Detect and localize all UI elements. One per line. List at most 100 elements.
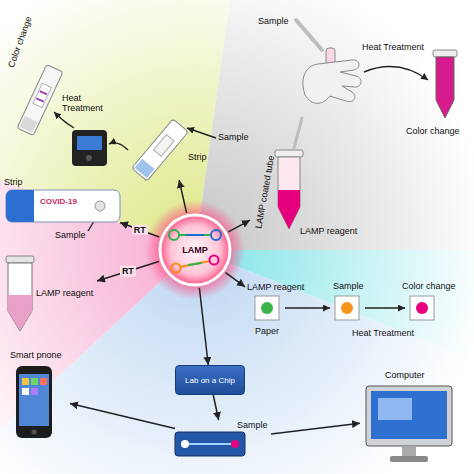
process-arrows — [109, 143, 128, 150]
node-label: Strip — [4, 177, 23, 187]
node-label: LAMP reagent — [247, 282, 304, 292]
step-label: Heat Treatment — [362, 42, 424, 52]
dna-loop-symbol — [188, 263, 202, 265]
reagent-tube — [6, 256, 34, 263]
step-label: Color change — [402, 281, 456, 291]
dna-loop-symbol — [172, 264, 181, 273]
coated-tube: LAMP coated tubeLAMP reagent — [250, 130, 361, 250]
step-label: Heat Treatment — [352, 328, 414, 338]
sample-chip — [181, 440, 189, 448]
computer — [378, 398, 412, 420]
flow-arrow — [199, 288, 208, 365]
covid-test-strip — [6, 190, 120, 222]
color-change-strip — [17, 64, 63, 135]
process-arrows — [54, 67, 428, 308]
reagent-tube — [8, 263, 32, 331]
dna-loop-symbol — [180, 261, 210, 267]
computer — [366, 386, 452, 462]
coated-tube — [275, 118, 303, 229]
sample-chip — [175, 432, 245, 456]
color-change-tube — [433, 50, 457, 118]
sample-chip: Sample — [175, 420, 271, 460]
coated-tube — [278, 190, 300, 229]
paper-tests — [255, 296, 434, 320]
step-label: Color change — [406, 126, 460, 136]
flow-arrow — [179, 180, 186, 213]
circle-outline — [160, 215, 230, 285]
step-label: Heat Treatment — [62, 93, 112, 114]
test-strip — [132, 119, 188, 181]
node-label: Strip — [188, 152, 207, 162]
node-label: LAMP — [182, 245, 208, 255]
test-strip — [135, 159, 155, 178]
test-strip — [154, 135, 175, 157]
covid-test-strip — [6, 190, 34, 222]
process-arrows — [365, 307, 405, 308]
color-change-tube — [436, 57, 454, 118]
paper-tests — [255, 296, 279, 320]
computer — [371, 391, 447, 439]
heater — [77, 136, 102, 150]
step-label: Color change — [6, 15, 34, 69]
smart-phone — [32, 430, 37, 435]
core-glow — [145, 200, 245, 300]
flow-arrow — [228, 220, 250, 232]
node-label: Computer — [385, 370, 425, 380]
flow-arrow — [70, 403, 175, 428]
gloved-hand — [296, 20, 361, 103]
paper-tests — [416, 302, 428, 314]
paper-tests — [335, 296, 359, 320]
background-sectors — [195, 0, 474, 250]
node-label: Sample — [237, 420, 268, 430]
step-label: Sample — [333, 281, 364, 291]
node-label: Lab on a Chip — [185, 376, 235, 385]
paper-tests — [341, 302, 353, 314]
process-arrows — [54, 112, 74, 128]
dna-loop-symbol — [211, 230, 221, 240]
dna-loop-symbol — [169, 230, 221, 273]
process-arrows — [187, 128, 216, 138]
color-change-strip — [36, 98, 43, 101]
sample-chip — [231, 440, 239, 448]
smart-phone: Smart pnone — [8, 348, 70, 444]
reagent-tube — [8, 295, 32, 331]
node-sublabel: COVID-19 — [40, 197, 77, 206]
covid-test-strip: StripCOVID-19 — [2, 175, 120, 227]
reagent-tube: LAMP reagent — [2, 258, 97, 334]
lamp-core-circle: LAMP — [158, 213, 232, 287]
sample-chip — [175, 432, 245, 456]
node-sublabel: LAMP reagent — [300, 226, 357, 236]
gloved-hand — [296, 20, 322, 50]
edge-label: RT — [120, 266, 136, 276]
paper-tests — [410, 296, 434, 320]
heater — [86, 155, 92, 161]
heater — [72, 130, 107, 166]
smart-phone — [19, 374, 49, 426]
node-label: LAMP coated tube — [253, 155, 276, 230]
node-sublabel: Paper — [255, 326, 279, 336]
coated-tube — [278, 157, 300, 229]
step-label: Sample — [258, 16, 289, 26]
flow-arrow — [97, 261, 159, 281]
dna-loop-symbol — [186, 234, 204, 236]
coated-tube — [294, 118, 302, 148]
sample-chip — [185, 443, 235, 445]
test-strip: Strip — [130, 122, 215, 180]
reagent-tube — [6, 256, 34, 331]
color-change-strip — [20, 116, 38, 133]
node-label: LAMP reagent — [36, 288, 93, 298]
smart-phone — [31, 378, 38, 385]
flow-arrow — [120, 223, 159, 237]
process-arrows — [364, 67, 428, 80]
node-label: Smart pnone — [10, 350, 62, 360]
gloved-hand — [303, 60, 361, 103]
dna-loop-symbol — [178, 234, 212, 236]
lab-on-chip: Lab on a Chip — [175, 365, 245, 395]
heater — [72, 130, 107, 166]
smart-phone — [16, 366, 52, 438]
smart-phone — [22, 388, 29, 395]
process-arrows — [285, 307, 330, 308]
